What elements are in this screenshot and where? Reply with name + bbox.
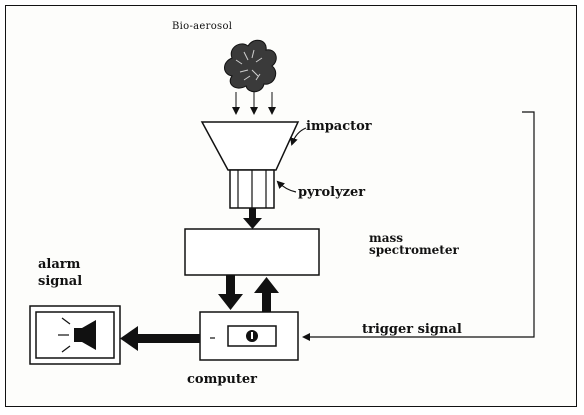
alarm-label-line2: signal xyxy=(38,274,83,289)
mass-spectrometer-label-line1: mass xyxy=(369,231,403,245)
impactor-shape xyxy=(200,121,300,171)
impactor-label: impactor xyxy=(306,119,372,134)
particle-cloud-icon xyxy=(224,39,277,93)
pyrolyzer-label: pyrolyzer xyxy=(298,185,366,200)
impactor-pointer xyxy=(290,127,307,146)
trigger-signal-line xyxy=(302,111,535,341)
computer-label: computer xyxy=(187,372,258,387)
arrow-pyrolyzer-to-ms xyxy=(243,208,262,229)
speaker-icon xyxy=(58,317,96,353)
pyrolyzer-pointer xyxy=(276,180,297,193)
alarm-box xyxy=(29,305,121,365)
mass-spectrometer-label-line2: spectrometer xyxy=(369,243,459,257)
arrow-computer-to-ms xyxy=(254,277,279,312)
arrow-ms-to-computer xyxy=(218,275,243,310)
display-icon xyxy=(227,325,277,347)
pyrolyzer-shape xyxy=(229,169,275,209)
trigger-signal-label: trigger signal xyxy=(362,322,462,337)
arrow-computer-to-alarm xyxy=(120,326,200,351)
alarm-label-line1: alarm xyxy=(38,257,81,272)
inlet-arrows xyxy=(232,92,276,115)
bioaerosol-label: Bio-aerosol xyxy=(172,21,233,32)
mass-spectrometer-box xyxy=(184,228,320,276)
